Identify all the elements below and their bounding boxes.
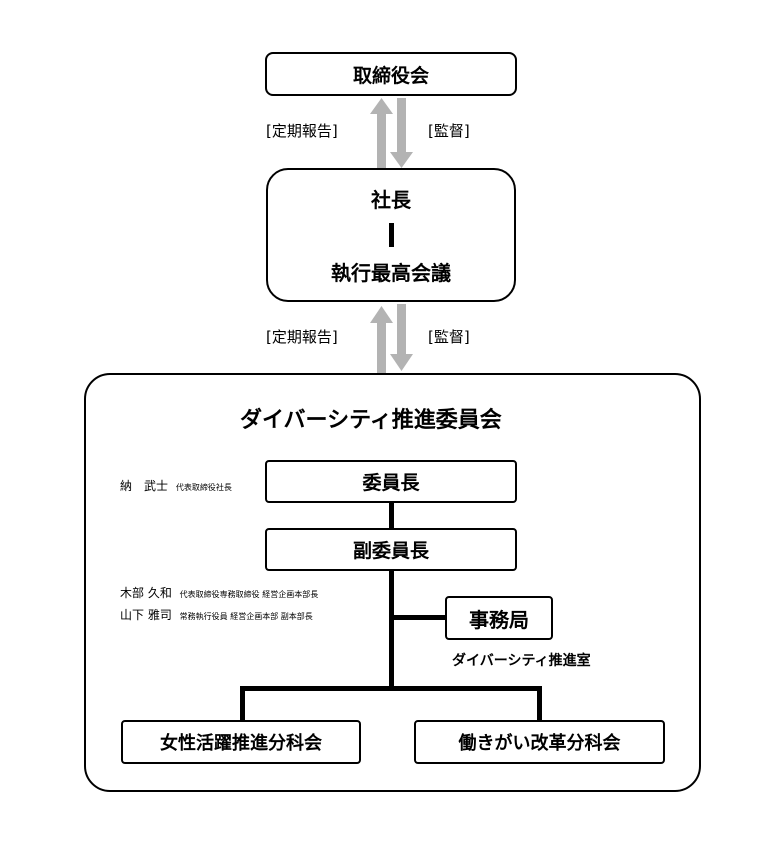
- supervise-arrow-top: [390, 98, 413, 168]
- supervise-label-mid: [監督]: [428, 328, 470, 346]
- report-label-mid: [定期報告]: [266, 328, 338, 346]
- vice-member-2-name: 山下 雅司: [120, 608, 172, 622]
- committee-title: ダイバーシティ推進委員会: [240, 408, 502, 433]
- executive-connector: [388, 223, 394, 247]
- chair-vice-connector: [389, 502, 394, 529]
- vice-chair-label: 副委員長: [352, 540, 429, 562]
- secretariat-branch-line: [389, 615, 447, 620]
- secretariat-label: 事務局: [469, 607, 529, 632]
- chair-member: 納 武士 代表取締役社長: [120, 477, 232, 494]
- report-arrow-top: [370, 98, 393, 170]
- supervise-label-top: [監督]: [428, 122, 470, 140]
- vice-trunk-line: [389, 570, 394, 690]
- subcommittee-left-drop: [240, 686, 245, 722]
- president-label: 社長: [371, 188, 411, 212]
- committee-frame: [84, 373, 701, 792]
- subcommittee-work-label: 働きがい改革分科会: [458, 733, 621, 754]
- board-box: 取締役会: [265, 52, 517, 96]
- subcommittee-right-drop: [537, 686, 542, 722]
- vice-chair-box: 副委員長: [265, 528, 517, 571]
- subcommittee-women-label: 女性活躍推進分科会: [160, 733, 322, 754]
- vice-member-1-name: 木部 久和: [120, 586, 172, 600]
- vice-member-2: 山下 雅司 常務執行役員 経営企画本部 副本部長: [120, 606, 313, 623]
- executive-box: 社長 執行最高会議: [266, 168, 516, 302]
- supervise-arrow-mid: [390, 304, 413, 371]
- chair-member-title: 代表取締役社長: [175, 483, 232, 492]
- chair-box: 委員長: [265, 460, 517, 503]
- secretariat-box: 事務局: [445, 596, 553, 640]
- vice-member-1-title: 代表取締役専務取締役 経営企画本部長: [179, 590, 319, 599]
- subcommittee-split-line: [240, 686, 542, 691]
- subcommittee-work-box: 働きがい改革分科会: [414, 720, 665, 764]
- board-label: 取締役会: [352, 64, 429, 87]
- secretariat-sub-label: ダイバーシティ推進室: [452, 653, 591, 669]
- vice-member-2-title: 常務執行役員 経営企画本部 副本部長: [179, 612, 313, 621]
- report-label-top: [定期報告]: [266, 122, 338, 140]
- vice-member-1: 木部 久和 代表取締役専務取締役 経営企画本部長: [120, 584, 318, 601]
- report-arrow-mid: [370, 306, 393, 375]
- subcommittee-women-box: 女性活躍推進分科会: [121, 720, 361, 764]
- chair-member-name: 納 武士: [120, 479, 169, 493]
- chair-label: 委員長: [362, 472, 420, 494]
- executive-meeting-label: 執行最高会議: [331, 261, 451, 285]
